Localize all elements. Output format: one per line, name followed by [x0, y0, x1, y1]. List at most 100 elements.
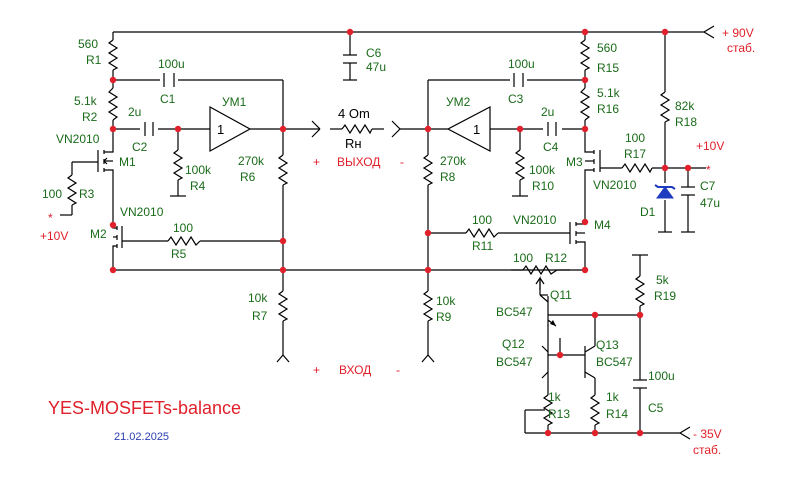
c7-name: C7	[700, 179, 716, 193]
output-minus: -	[400, 155, 404, 169]
resistor-r4	[172, 149, 184, 181]
r11-name: R11	[472, 239, 493, 253]
capacitor-c7	[681, 186, 695, 196]
r5-value: 100	[173, 221, 193, 235]
resistor-r3	[66, 174, 78, 206]
r18-name: R18	[675, 115, 697, 129]
mosfet-m1	[97, 150, 114, 172]
supply-neg-label: - 35V	[693, 427, 722, 441]
mosfet-m2	[112, 225, 123, 248]
r16-value: 5.1k	[597, 86, 621, 100]
bjt-q13	[584, 345, 596, 379]
opamp-um1	[209, 105, 252, 153]
r12-name: R12	[545, 251, 567, 265]
resistor-r2	[107, 87, 119, 121]
r8-value: 270k	[440, 154, 467, 168]
r6-name: R6	[240, 170, 256, 184]
junction-dots	[109, 28, 692, 437]
d1-name: D1	[640, 205, 656, 219]
resistor-r5	[167, 235, 201, 247]
resistor-r11	[465, 227, 499, 239]
r10-value: 100k	[529, 163, 556, 177]
r10-name: R10	[532, 179, 554, 193]
r1-name: R1	[86, 53, 102, 67]
capacitor-c2	[144, 122, 154, 136]
q13-type: BC547	[596, 355, 633, 369]
r4-name: R4	[190, 179, 206, 193]
r8-name: R8	[440, 170, 456, 184]
bias-star-left: *	[48, 211, 53, 225]
bjt-q11	[539, 294, 557, 327]
capacitor-c3	[513, 73, 524, 87]
output-label: ВЫХОД	[337, 155, 380, 169]
load-name: Rн	[345, 136, 362, 151]
r9-name: R9	[436, 310, 452, 324]
m1-name: M1	[119, 155, 136, 169]
supply-pos-label: + 90V	[722, 26, 754, 40]
r4-value: 100k	[185, 163, 212, 177]
c1-value: 100u	[158, 57, 185, 71]
r12-value: 100	[513, 251, 533, 265]
capacitor-c4	[547, 122, 557, 136]
capacitors	[144, 54, 695, 389]
r7-name: R7	[252, 309, 268, 323]
resistor-r15	[579, 39, 591, 71]
m2-name: M2	[90, 227, 107, 241]
input-label: ВХОД	[339, 363, 371, 377]
r19-value: 5k	[656, 273, 670, 287]
c2-value: 2u	[128, 105, 141, 119]
c5-name: C5	[648, 401, 664, 415]
c4-value: 2u	[541, 105, 554, 119]
c3-name: C3	[508, 92, 524, 106]
r6-value: 270k	[238, 154, 265, 168]
resistor-r1	[107, 39, 119, 71]
diagram-title: YES-MOSFETs-balance	[48, 398, 241, 418]
resistor-r14	[589, 394, 601, 426]
mosfet-m4	[569, 222, 586, 244]
m4-name: M4	[594, 218, 611, 232]
r3-value: 100	[42, 187, 62, 201]
r19-name: R19	[654, 289, 676, 303]
m4-type: VN2010	[513, 213, 557, 227]
m1-type: VN2010	[56, 132, 100, 146]
opamp-um2-gain: 1	[473, 122, 480, 137]
input-minus: -	[396, 363, 400, 377]
zener-diode-d1	[654, 184, 676, 199]
resistor-r16	[579, 87, 591, 121]
bias-right-label: +10V	[696, 139, 724, 153]
bias-star-right: *	[706, 163, 711, 177]
r14-value: 1k	[606, 390, 620, 404]
m3-name: M3	[566, 155, 583, 169]
opamp-um1-name: УМ1	[222, 95, 247, 109]
resistor-r8	[422, 154, 434, 186]
bias-left-label: +10V	[40, 229, 68, 243]
q13-name: Q13	[596, 338, 619, 352]
opamp-um1-gain: 1	[217, 122, 224, 137]
r13-name: R13	[548, 407, 570, 421]
c6-value: 47u	[366, 60, 386, 74]
r13-value: 1k	[548, 390, 562, 404]
q11-type: BC547	[496, 305, 533, 319]
c3-value: 100u	[508, 57, 535, 71]
q11-name: Q11	[550, 288, 572, 302]
capacitor-c6	[343, 54, 357, 64]
capacitor-c5	[633, 379, 647, 389]
r1-value: 560	[78, 37, 98, 51]
r2-value: 5.1k	[74, 94, 98, 108]
bjt-q12	[541, 345, 549, 379]
resistor-r17	[621, 162, 653, 174]
labels: + 90V стаб. - 35V стаб. * +10V * +10V + …	[40, 26, 755, 457]
c4-name: C4	[543, 140, 559, 154]
resistor-rn	[341, 123, 373, 135]
m2-type: VN2010	[120, 205, 164, 219]
opamp-um2	[446, 106, 491, 152]
resistor-r9	[422, 290, 434, 322]
capacitor-c1	[163, 73, 175, 87]
mosfet-m3	[584, 150, 601, 172]
output-plus: +	[313, 155, 320, 169]
r18-value: 82k	[675, 99, 695, 113]
r16-name: R16	[597, 102, 619, 116]
resistor-r10	[514, 149, 526, 181]
r14-name: R14	[606, 407, 628, 421]
